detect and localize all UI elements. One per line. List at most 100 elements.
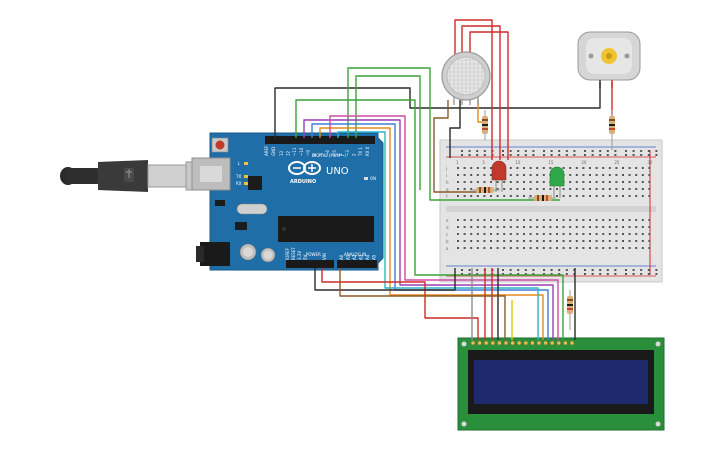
bb-hole — [463, 195, 466, 197]
bb-hole — [496, 226, 499, 228]
bb-hole — [490, 226, 492, 228]
bb-rail-hole — [640, 273, 643, 275]
bb-hole — [595, 174, 598, 176]
bb-rail-hole — [532, 273, 535, 275]
lcd-pin — [569, 340, 575, 346]
red-led-icon[interactable] — [491, 160, 507, 192]
bb-hole — [556, 219, 558, 221]
digital-pin-label: TX 1 — [358, 147, 363, 157]
bb-rail-hole — [625, 150, 627, 152]
wire-purple-1 — [303, 119, 554, 340]
arduino-uno-board[interactable]: ARDUINO UNO DIGITAL (PWM ~) POWER ANALOG… — [191, 132, 384, 271]
bb-hole — [503, 188, 506, 190]
bb-hole — [575, 195, 578, 197]
aref-label: AREF — [264, 145, 269, 156]
bb-hole — [496, 247, 499, 249]
bb-hole — [589, 240, 591, 242]
bb-hole — [536, 167, 539, 169]
bb-rail-hole — [532, 269, 535, 271]
digital-pin-label: 2 — [352, 153, 357, 156]
lcd-16x2[interactable] — [457, 337, 665, 431]
bb-hole — [582, 247, 585, 249]
bb-hole — [575, 226, 578, 228]
bb-hole — [556, 240, 558, 242]
resistor-sensor — [482, 110, 488, 140]
bb-hole — [470, 240, 473, 242]
bb-hole — [516, 233, 519, 235]
bb-hole — [582, 174, 585, 176]
bb-hole — [529, 181, 532, 183]
resistors — [470, 110, 615, 330]
analog-pin-label: A2 — [352, 254, 357, 260]
bb-hole — [602, 195, 605, 197]
bb-rail-hole — [483, 154, 486, 156]
bb-hole — [635, 174, 638, 176]
bb-hole — [523, 240, 525, 242]
green-led-icon[interactable] — [549, 166, 565, 198]
bb-rail-hole — [606, 273, 609, 275]
digital-pin-label: 13 — [279, 150, 284, 156]
bb-hole — [622, 167, 624, 169]
bb-rail-hole — [517, 269, 520, 271]
bb-hole — [635, 226, 638, 228]
bb-hole — [476, 240, 479, 242]
bb-hole — [523, 219, 525, 221]
bb-rail-hole — [468, 150, 471, 152]
bb-hole — [589, 188, 591, 190]
bb-hole — [529, 233, 532, 235]
lcd-pin — [563, 340, 568, 346]
bb-hole — [457, 240, 459, 242]
bb-hole — [457, 181, 459, 183]
bb-rail-hole — [599, 269, 602, 271]
bb-hole — [569, 219, 572, 221]
bb-rail-hole — [599, 150, 602, 152]
bb-hole — [628, 219, 631, 221]
bb-hole — [628, 233, 631, 235]
bb-hole — [615, 233, 618, 235]
bb-rail-hole — [558, 154, 561, 156]
bb-hole — [457, 247, 459, 249]
bb-hole — [556, 247, 558, 249]
bb-hole — [483, 233, 486, 235]
gas-sensor-icon[interactable] — [441, 51, 491, 105]
bb-hole — [483, 226, 486, 228]
bb-rail-hole — [565, 269, 568, 271]
bb-rail-hole — [565, 150, 568, 152]
bb-hole — [542, 188, 545, 190]
bb-hole — [641, 247, 644, 249]
bb-hole — [470, 226, 473, 228]
bb-hole — [602, 233, 605, 235]
bb-rail-hole — [640, 154, 643, 156]
bb-hole — [470, 247, 473, 249]
power-label: POWER — [306, 252, 321, 257]
wire-red-sensor-2 — [461, 25, 501, 160]
bb-rail-hole — [502, 150, 504, 152]
bb-hole — [648, 181, 651, 183]
bb-rail-hole — [625, 154, 627, 156]
dc-motor-icon[interactable] — [577, 31, 641, 88]
bb-hole — [562, 247, 565, 249]
bb-hole — [470, 167, 473, 169]
bb-hole — [490, 233, 492, 235]
bb-hole — [476, 181, 479, 183]
wire-black-sensor — [449, 100, 461, 158]
bb-hole — [463, 174, 466, 176]
bb-hole — [615, 174, 618, 176]
wire-brown-1 — [339, 268, 506, 340]
bb-hole — [529, 226, 532, 228]
bb-rail-hole — [517, 154, 520, 156]
bb-hole — [483, 195, 486, 197]
bb-col-number: 15 — [548, 160, 554, 165]
bb-hole — [496, 233, 499, 235]
bb-hole — [622, 181, 624, 183]
bb-hole — [582, 219, 585, 221]
lcd-pin — [477, 340, 482, 346]
bb-hole — [595, 247, 598, 249]
bb-rail-hole — [614, 269, 617, 271]
bb-rail-hole — [655, 154, 658, 156]
tx-label: TX — [235, 174, 241, 179]
bb-rail-hole — [550, 150, 553, 152]
bb-hole — [562, 219, 565, 221]
